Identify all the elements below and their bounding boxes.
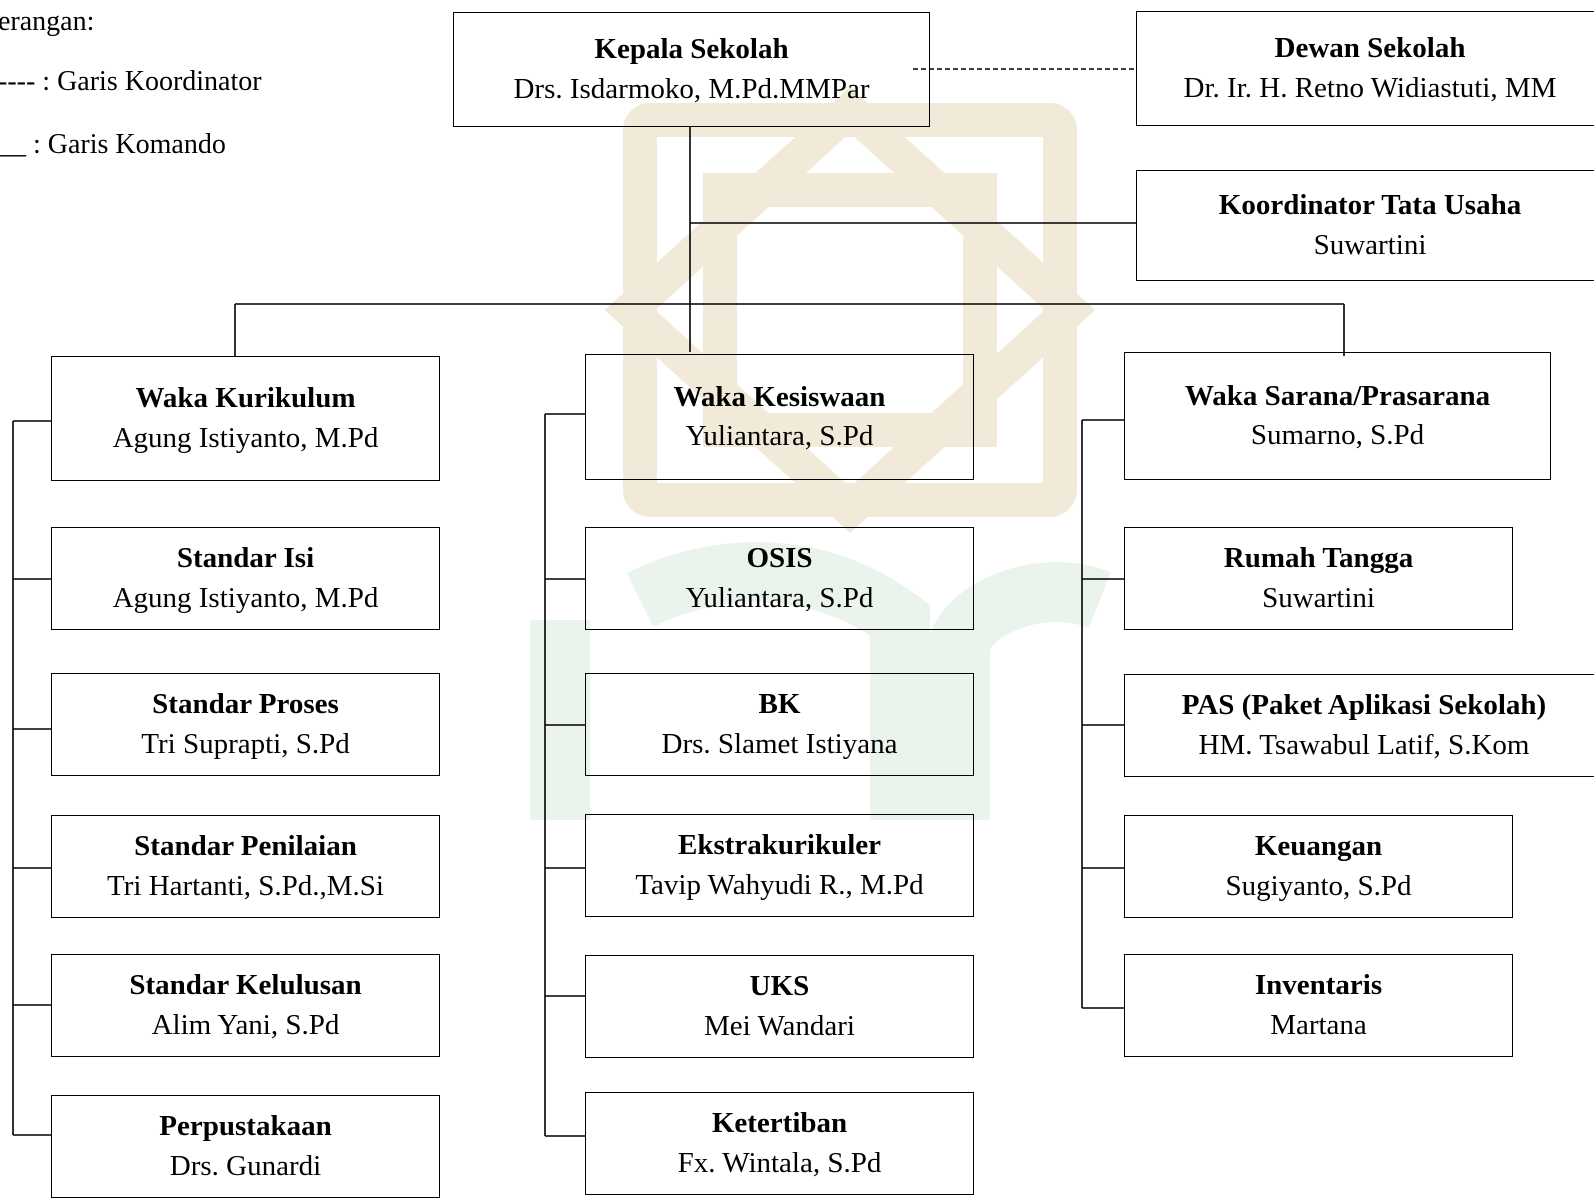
box-waka-sarana: Waka Sarana/Prasarana Sumarno, S.Pd	[1124, 352, 1551, 480]
box-title: Standar Penilaian	[134, 830, 357, 863]
box-title: Keuangan	[1254, 830, 1383, 863]
box-name: Tri Hartanti, S.Pd.,M.Si	[107, 869, 384, 902]
box-ketertiban: Ketertiban Fx. Wintala, S.Pd	[585, 1092, 974, 1195]
box-title: Standar Proses	[152, 688, 339, 721]
legend-command: __ : Garis Komando	[0, 129, 226, 160]
box-title: OSIS	[746, 542, 813, 575]
box-ekstrakurikuler: Ekstrakurikuler Tavip Wahyudi R., M.Pd	[585, 814, 974, 917]
box-title: Koordinator Tata Usaha	[1218, 189, 1522, 222]
box-title: Standar Isi	[176, 542, 315, 575]
box-title: Rumah Tangga	[1223, 542, 1414, 575]
box-name: Sumarno, S.Pd	[1250, 419, 1425, 451]
box-title: PAS (Paket Aplikasi Sekolah)	[1181, 689, 1547, 722]
box-name: Tri Suprapti, S.Pd	[141, 727, 350, 760]
box-osis: OSIS Yuliantara, S.Pd	[585, 527, 974, 630]
box-keuangan: Keuangan Sugiyanto, S.Pd	[1124, 815, 1513, 918]
box-inventaris: Inventaris Martana	[1124, 954, 1513, 1057]
box-name: Tavip Wahyudi R., M.Pd	[635, 868, 924, 901]
box-name: Drs. Slamet Istiyana	[661, 727, 898, 760]
box-name: Yuliantara, S.Pd	[685, 420, 874, 452]
box-name: Agung Istiyanto, M.Pd	[112, 581, 379, 614]
box-waka-kurikulum: Waka Kurikulum Agung Istiyanto, M.Pd	[51, 356, 440, 481]
box-title: Perpustakaan	[159, 1110, 332, 1143]
box-perpustakaan: Perpustakaan Drs. Gunardi	[51, 1095, 440, 1198]
box-rumah-tangga: Rumah Tangga Suwartini	[1124, 527, 1513, 630]
box-name: Fx. Wintala, S.Pd	[677, 1146, 882, 1179]
box-dewan-sekolah: Dewan Sekolah Dr. Ir. H. Retno Widiastut…	[1136, 11, 1594, 126]
box-name: Martana	[1270, 1008, 1367, 1041]
box-pas: PAS (Paket Aplikasi Sekolah) HM. Tsawabu…	[1124, 674, 1594, 777]
box-name: Dr. Ir. H. Retno Widiastuti, MM	[1183, 71, 1557, 104]
box-title: Standar Kelulusan	[129, 969, 362, 1002]
box-uks: UKS Mei Wandari	[585, 955, 974, 1058]
box-waka-kesiswaan: Waka Kesiswaan Yuliantara, S.Pd	[585, 354, 974, 480]
legend-coordinator: ---- : Garis Koordinator	[0, 66, 262, 97]
box-title: Waka Sarana/Prasarana	[1184, 379, 1491, 412]
box-title: BK	[758, 688, 801, 721]
legend-title: erangan:	[0, 6, 95, 37]
box-title: Ketertiban	[711, 1107, 848, 1140]
box-name: Alim Yani, S.Pd	[151, 1008, 340, 1041]
box-name: Drs. Gunardi	[169, 1149, 322, 1182]
box-name: Sugiyanto, S.Pd	[1225, 869, 1412, 902]
box-kepala-sekolah: Kepala Sekolah Drs. Isdarmoko, M.Pd.MMPa…	[453, 12, 930, 127]
box-standar-isi: Standar Isi Agung Istiyanto, M.Pd	[51, 527, 440, 630]
box-name: Mei Wandari	[704, 1009, 855, 1042]
box-title: Waka Kurikulum	[135, 382, 356, 415]
box-standar-proses: Standar Proses Tri Suprapti, S.Pd	[51, 673, 440, 776]
box-title: Waka Kesiswaan	[673, 380, 886, 413]
box-name: Agung Istiyanto, M.Pd	[112, 421, 379, 454]
box-name: Yuliantara, S.Pd	[685, 581, 874, 614]
box-bk: BK Drs. Slamet Istiyana	[585, 673, 974, 776]
box-title: Kepala Sekolah	[594, 33, 789, 66]
box-standar-penilaian: Standar Penilaian Tri Hartanti, S.Pd.,M.…	[51, 815, 440, 918]
box-name: HM. Tsawabul Latif, S.Kom	[1198, 728, 1530, 761]
box-name: Suwartini	[1313, 228, 1427, 261]
box-koordinator-tata-usaha: Koordinator Tata Usaha Suwartini	[1136, 170, 1594, 281]
box-title: UKS	[749, 970, 810, 1003]
box-standar-kelulusan: Standar Kelulusan Alim Yani, S.Pd	[51, 954, 440, 1057]
box-name: Drs. Isdarmoko, M.Pd.MMPar	[513, 72, 870, 105]
box-name: Suwartini	[1262, 581, 1375, 614]
box-title: Dewan Sekolah	[1274, 32, 1466, 65]
box-title: Ekstrakurikuler	[677, 829, 882, 862]
box-title: Inventaris	[1254, 969, 1383, 1002]
